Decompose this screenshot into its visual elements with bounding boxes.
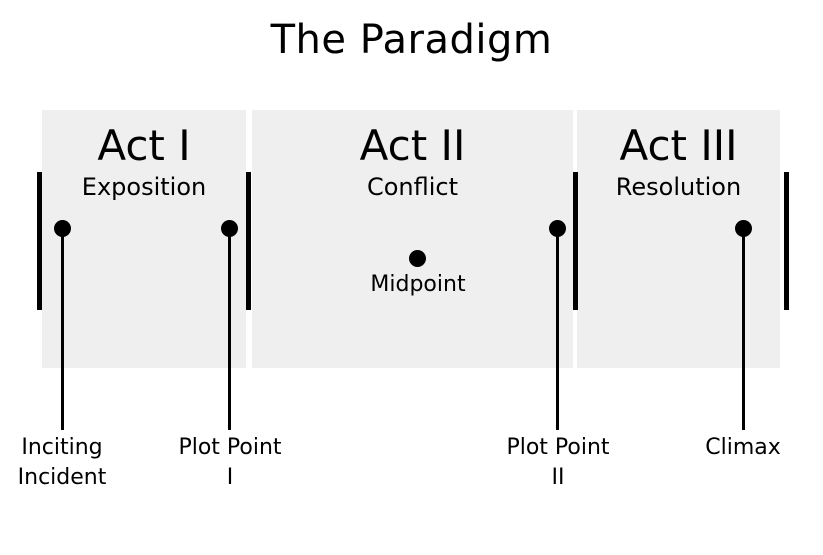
act-boundary-bar-start [37,172,42,310]
beat-dot-plot-point-1 [221,220,238,237]
act-boundary-bar-one-two [246,172,251,310]
act-panel-1: Act I Exposition [42,110,246,368]
beat-dot-midpoint [409,250,426,267]
act-2-subtitle: Conflict [366,173,459,201]
page-title: The Paradigm [270,17,553,63]
beat-stem-climax [742,234,745,430]
act-1-subtitle: Exposition [81,173,207,201]
act-3-heading: Act III [619,121,738,170]
act-2-heading: Act II [359,121,466,170]
act-1-heading: Act I [97,121,191,170]
beat-dot-inciting-incident [54,220,71,237]
beat-label-plot-point-1: Plot Point I [178,435,282,490]
beat-dot-plot-point-2 [549,220,566,237]
beat-label-plot-point-2: Plot Point II [506,435,610,490]
beat-stem-plot-point-1 [228,234,231,430]
act-3-subtitle: Resolution [615,173,742,201]
act-panel-2: Act II Conflict [252,110,573,368]
beat-stem-plot-point-2 [556,234,559,430]
beat-stem-inciting-incident [61,234,64,430]
beat-label-midpoint: Midpoint [370,272,466,297]
act-boundary-bar-two-three [573,172,578,310]
act-panel-3: Act III Resolution [577,110,780,368]
beat-label-climax: Climax [705,435,781,460]
beat-dot-climax [735,220,752,237]
beat-label-inciting-incident: Inciting Incident [17,435,107,490]
act-boundary-bar-end [784,172,789,310]
